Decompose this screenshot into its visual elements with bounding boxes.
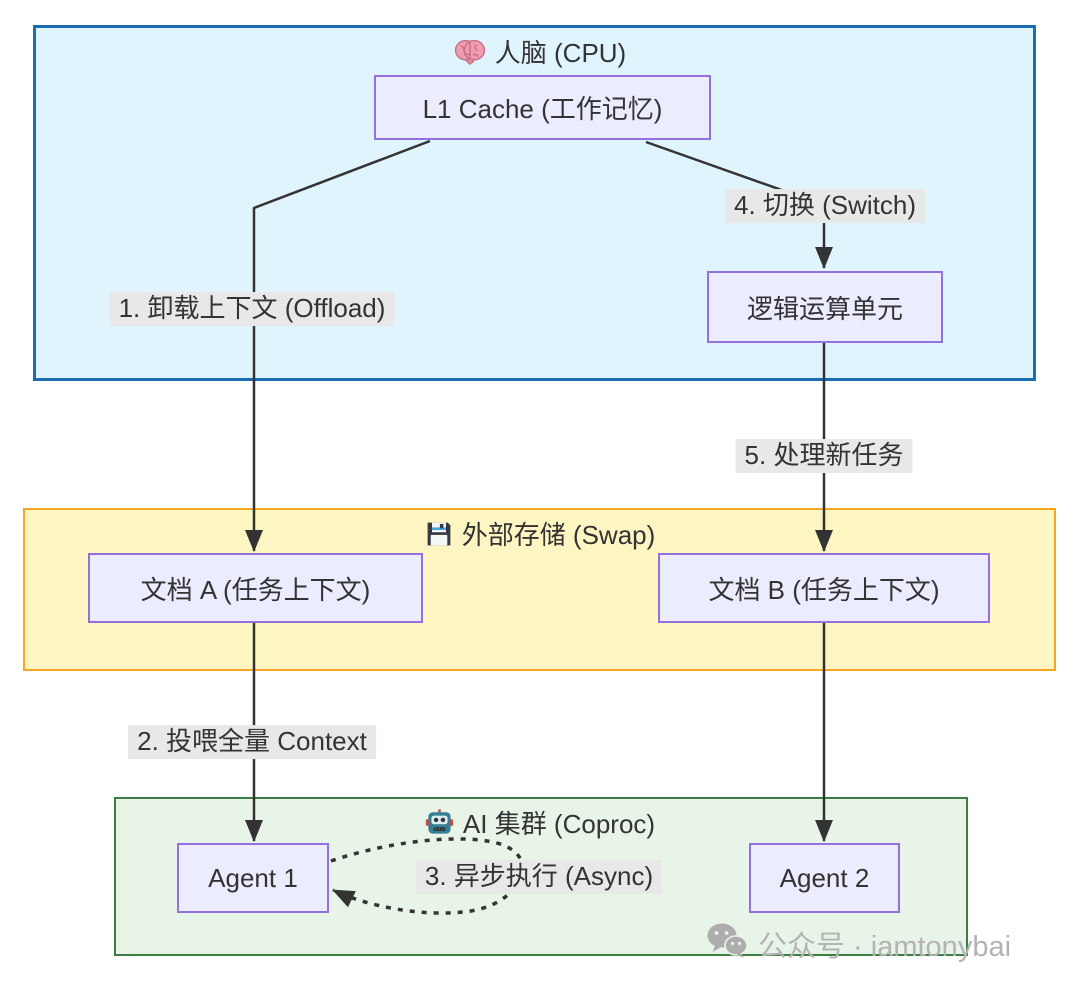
watermark: 公众号 · iamtonybai xyxy=(706,922,1011,966)
node-logic-unit: 逻辑运算单元 xyxy=(707,271,943,343)
node-l1-cache: L1 Cache (工作记忆) xyxy=(374,75,711,140)
watermark-text: 公众号 · iamtonybai xyxy=(758,931,1012,963)
container-swap-title: 外部存储 (Swap) xyxy=(0,515,1080,552)
container-cpu-title-text: 人脑 (CPU) xyxy=(494,38,627,68)
edge-label-newtask: 5. 处理新任务 xyxy=(735,439,913,473)
floppy-disk-icon xyxy=(425,520,453,548)
node-agent-2: Agent 2 xyxy=(749,843,900,913)
wechat-icon xyxy=(706,922,748,966)
edge-label-switch: 4. 切换 (Switch) xyxy=(724,189,926,223)
edge-offload-line xyxy=(245,139,431,552)
container-swap-title-text: 外部存储 (Swap) xyxy=(461,520,656,550)
node-agent-1: Agent 1 xyxy=(177,843,329,913)
edge-label-async: 3. 异步执行 (Async) xyxy=(415,860,663,894)
node-doc-b: 文档 B (任务上下文) xyxy=(658,553,990,623)
container-cpu-title: 人脑 (CPU) xyxy=(0,33,1080,70)
edge-label-offload: 1. 卸载上下文 (Offload) xyxy=(109,292,395,326)
robot-icon xyxy=(425,808,454,837)
edge-label-feed: 2. 投喂全量 Context xyxy=(128,725,376,759)
brain-icon xyxy=(454,38,486,66)
container-coproc-title: AI 集群 (Coproc) xyxy=(0,804,1080,841)
node-doc-a: 文档 A (任务上下文) xyxy=(88,553,423,623)
container-coproc-title-text: AI 集群 (Coproc) xyxy=(462,809,656,839)
